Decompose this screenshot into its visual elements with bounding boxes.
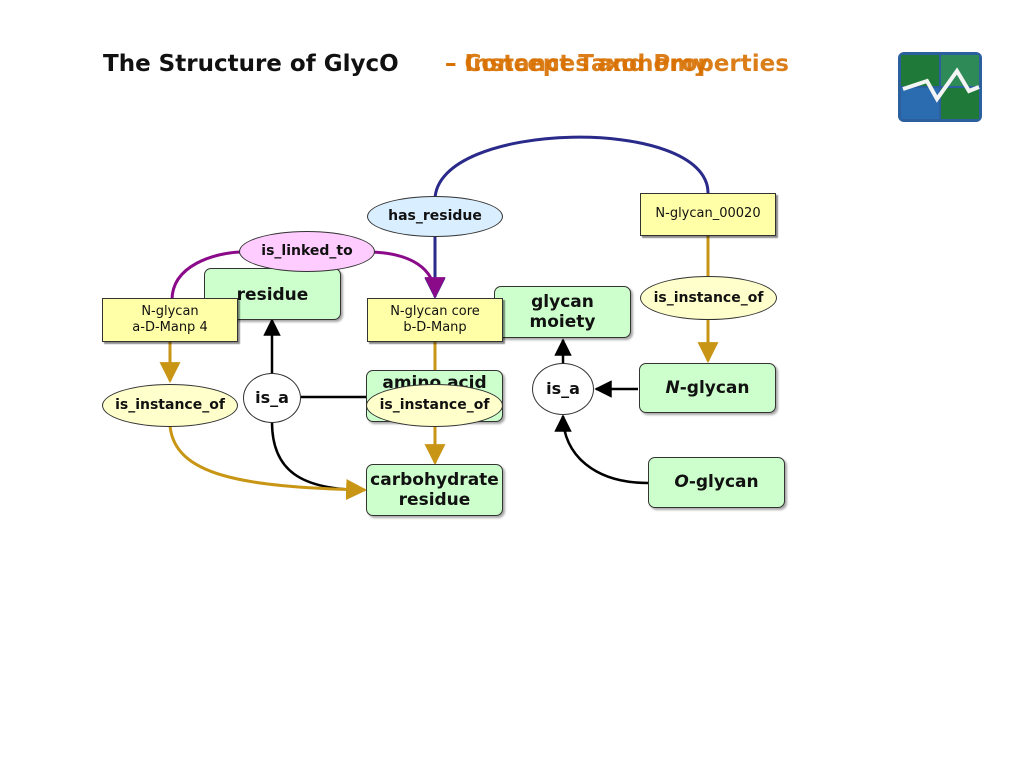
instance-left-line1: N-glycan: [141, 304, 199, 320]
glyco-logo-icon: [898, 52, 982, 122]
relation-is-instance-of-right: is_instance_of: [640, 276, 777, 320]
page-title: The Structure of GlycO: [103, 51, 399, 77]
relation-is-instance-of-left: is_instance_of: [102, 384, 238, 427]
instance-left-line2: a-D-Manp 4: [132, 320, 208, 335]
concept-n-glycan: N-glycan: [639, 363, 776, 413]
relation-is-a-right: is_a: [532, 363, 594, 415]
instance-n-glycan-a-d-manp-4: N-glycan a-D-Manp 4: [102, 298, 238, 342]
o-glycan-suffix: -glycan: [688, 472, 759, 493]
carbohydrate-to-is-a-left: [270, 421, 366, 492]
concept-carbohydrate-residue-label: carbohydrate residue: [370, 469, 499, 510]
instance-center-line2: b-D-Manp: [403, 320, 467, 335]
is-instance-of-left-label: is_instance_of: [115, 397, 225, 414]
concept-residue-label: residue: [236, 285, 309, 305]
has-residue-edge: [433, 135, 710, 201]
concept-carbohydrate-residue: carbohydrate residue: [366, 464, 503, 516]
relation-is-linked-to: is_linked_to: [239, 231, 375, 272]
is-linked-to-edge-right: [369, 250, 446, 299]
is-linked-to-edge-left: [170, 250, 241, 301]
instance-n-glycan-00020: N-glycan_00020: [640, 193, 776, 236]
relation-is-instance-of-center: is_instance_of: [366, 384, 503, 427]
concept-glycan-moiety-label: glycan moiety: [529, 291, 596, 332]
concept-glycan-moiety: glycan moiety: [494, 286, 631, 338]
is-instance-of-left-to-carbohydrate: [168, 425, 368, 501]
page-subtitle-overlay-a: – Concept Taxonomy: [445, 51, 709, 77]
is-a-left-label: is_a: [255, 388, 289, 408]
n-glycan-suffix: -glycan: [679, 377, 750, 398]
o-glycan-to-is-a-right: [554, 414, 649, 485]
concept-residue: residue: [204, 268, 341, 320]
is-instance-of-right-label: is_instance_of: [653, 289, 764, 306]
concept-o-glycan: O-glycan: [648, 457, 785, 508]
o-glycan-prefix: O: [674, 472, 689, 493]
n-glycan-prefix: N: [665, 377, 680, 398]
instance-n-glycan-core-b-d-manp: N-glycan core b-D-Manp: [367, 298, 503, 342]
relation-has-residue: has_residue: [367, 196, 503, 237]
has-residue-label: has_residue: [388, 208, 482, 225]
is-linked-to-label: is_linked_to: [261, 243, 353, 260]
instance-center-line1: N-glycan core: [390, 304, 480, 320]
page-subtitle-overlay-b: – Instances and Properties: [445, 51, 789, 77]
is-instance-of-center-label: is_instance_of: [379, 397, 490, 414]
is-a-right-label: is_a: [546, 379, 580, 399]
relation-is-a-left: is_a: [243, 373, 301, 423]
instance-right-label: N-glycan_00020: [655, 206, 761, 221]
